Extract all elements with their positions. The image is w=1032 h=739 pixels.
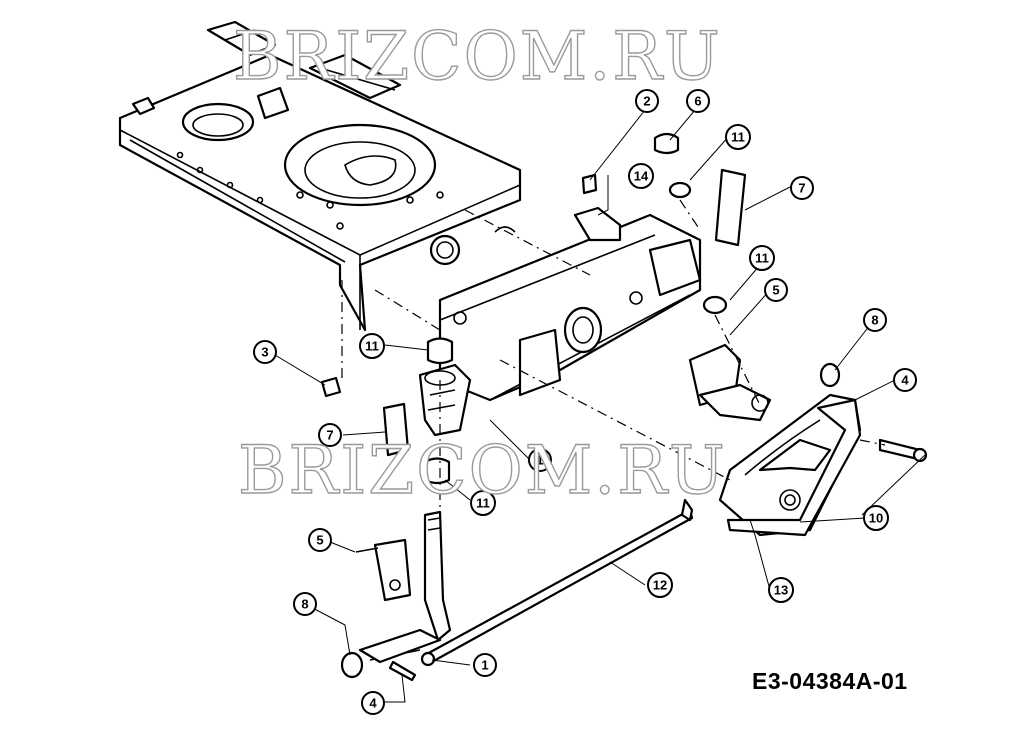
svg-text:14: 14 bbox=[634, 169, 649, 184]
svg-text:7: 7 bbox=[326, 428, 333, 443]
callout-8: 8 bbox=[863, 308, 887, 332]
svg-text:1: 1 bbox=[481, 658, 488, 673]
bolt-2 bbox=[581, 173, 598, 195]
callout-11: 11 bbox=[749, 245, 775, 271]
svg-text:1: 1 bbox=[536, 453, 543, 468]
callout-3: 3 bbox=[253, 340, 277, 364]
callout-1: 1 bbox=[528, 448, 552, 472]
callout-14: 14 bbox=[628, 163, 654, 189]
svg-text:13: 13 bbox=[774, 583, 788, 598]
frame-chassis bbox=[118, 20, 522, 332]
callout-11: 11 bbox=[470, 490, 496, 516]
callout-5: 5 bbox=[764, 278, 788, 302]
svg-text:11: 11 bbox=[755, 251, 769, 266]
svg-text:10: 10 bbox=[869, 511, 883, 526]
small-parts bbox=[320, 132, 841, 682]
spacer-7-left bbox=[382, 402, 410, 457]
diagram-reference-code: E3-04384A-01 bbox=[752, 668, 908, 694]
svg-text:5: 5 bbox=[772, 283, 779, 298]
callout-6: 6 bbox=[686, 89, 710, 113]
callout-11: 11 bbox=[725, 124, 751, 150]
drag-link bbox=[420, 498, 694, 667]
callout-2: 2 bbox=[635, 89, 659, 113]
svg-text:2: 2 bbox=[643, 94, 650, 109]
callout-4: 4 bbox=[893, 368, 917, 392]
svg-text:3: 3 bbox=[261, 345, 268, 360]
svg-text:4: 4 bbox=[901, 373, 909, 388]
left-spindle bbox=[373, 363, 472, 642]
washer-8-left bbox=[340, 651, 364, 679]
callout-12: 12 bbox=[647, 572, 673, 598]
callout-11: 11 bbox=[359, 333, 385, 359]
bushing-11-lower bbox=[423, 457, 451, 485]
svg-text:6: 6 bbox=[694, 94, 701, 109]
svg-text:8: 8 bbox=[301, 597, 308, 612]
steering-bracket bbox=[718, 393, 928, 537]
cap-6 bbox=[653, 132, 680, 155]
front-axle bbox=[438, 206, 702, 402]
svg-text:11: 11 bbox=[731, 130, 745, 145]
watermark-top: BRIZCOM.RU bbox=[232, 17, 722, 95]
callout-4: 4 bbox=[361, 691, 385, 715]
spacer-7-right bbox=[714, 168, 747, 247]
svg-text:4: 4 bbox=[369, 696, 377, 711]
callout-1: 1 bbox=[473, 653, 497, 677]
callout-8: 8 bbox=[293, 592, 317, 616]
alignment-lines bbox=[341, 199, 886, 515]
steering-arm-1 bbox=[358, 628, 442, 664]
callout-7: 7 bbox=[790, 176, 814, 200]
callout-13: 13 bbox=[768, 577, 794, 603]
bushing-11-left bbox=[426, 337, 454, 365]
svg-text:7: 7 bbox=[798, 181, 805, 196]
svg-text:5: 5 bbox=[316, 533, 323, 548]
svg-text:11: 11 bbox=[476, 496, 490, 511]
svg-text:11: 11 bbox=[365, 339, 379, 354]
callout-7: 7 bbox=[318, 423, 342, 447]
leader-lines bbox=[274, 109, 926, 703]
callout-5: 5 bbox=[308, 528, 332, 552]
right-spindle bbox=[668, 168, 772, 422]
callout-10: 10 bbox=[863, 505, 889, 531]
bolt-5-left bbox=[355, 547, 379, 553]
nut-3 bbox=[320, 376, 342, 398]
svg-text:8: 8 bbox=[871, 313, 878, 328]
washer-8-right bbox=[819, 362, 841, 388]
watermark-middle: BRIZCOM.RU bbox=[237, 431, 727, 509]
svg-text:12: 12 bbox=[653, 578, 667, 593]
